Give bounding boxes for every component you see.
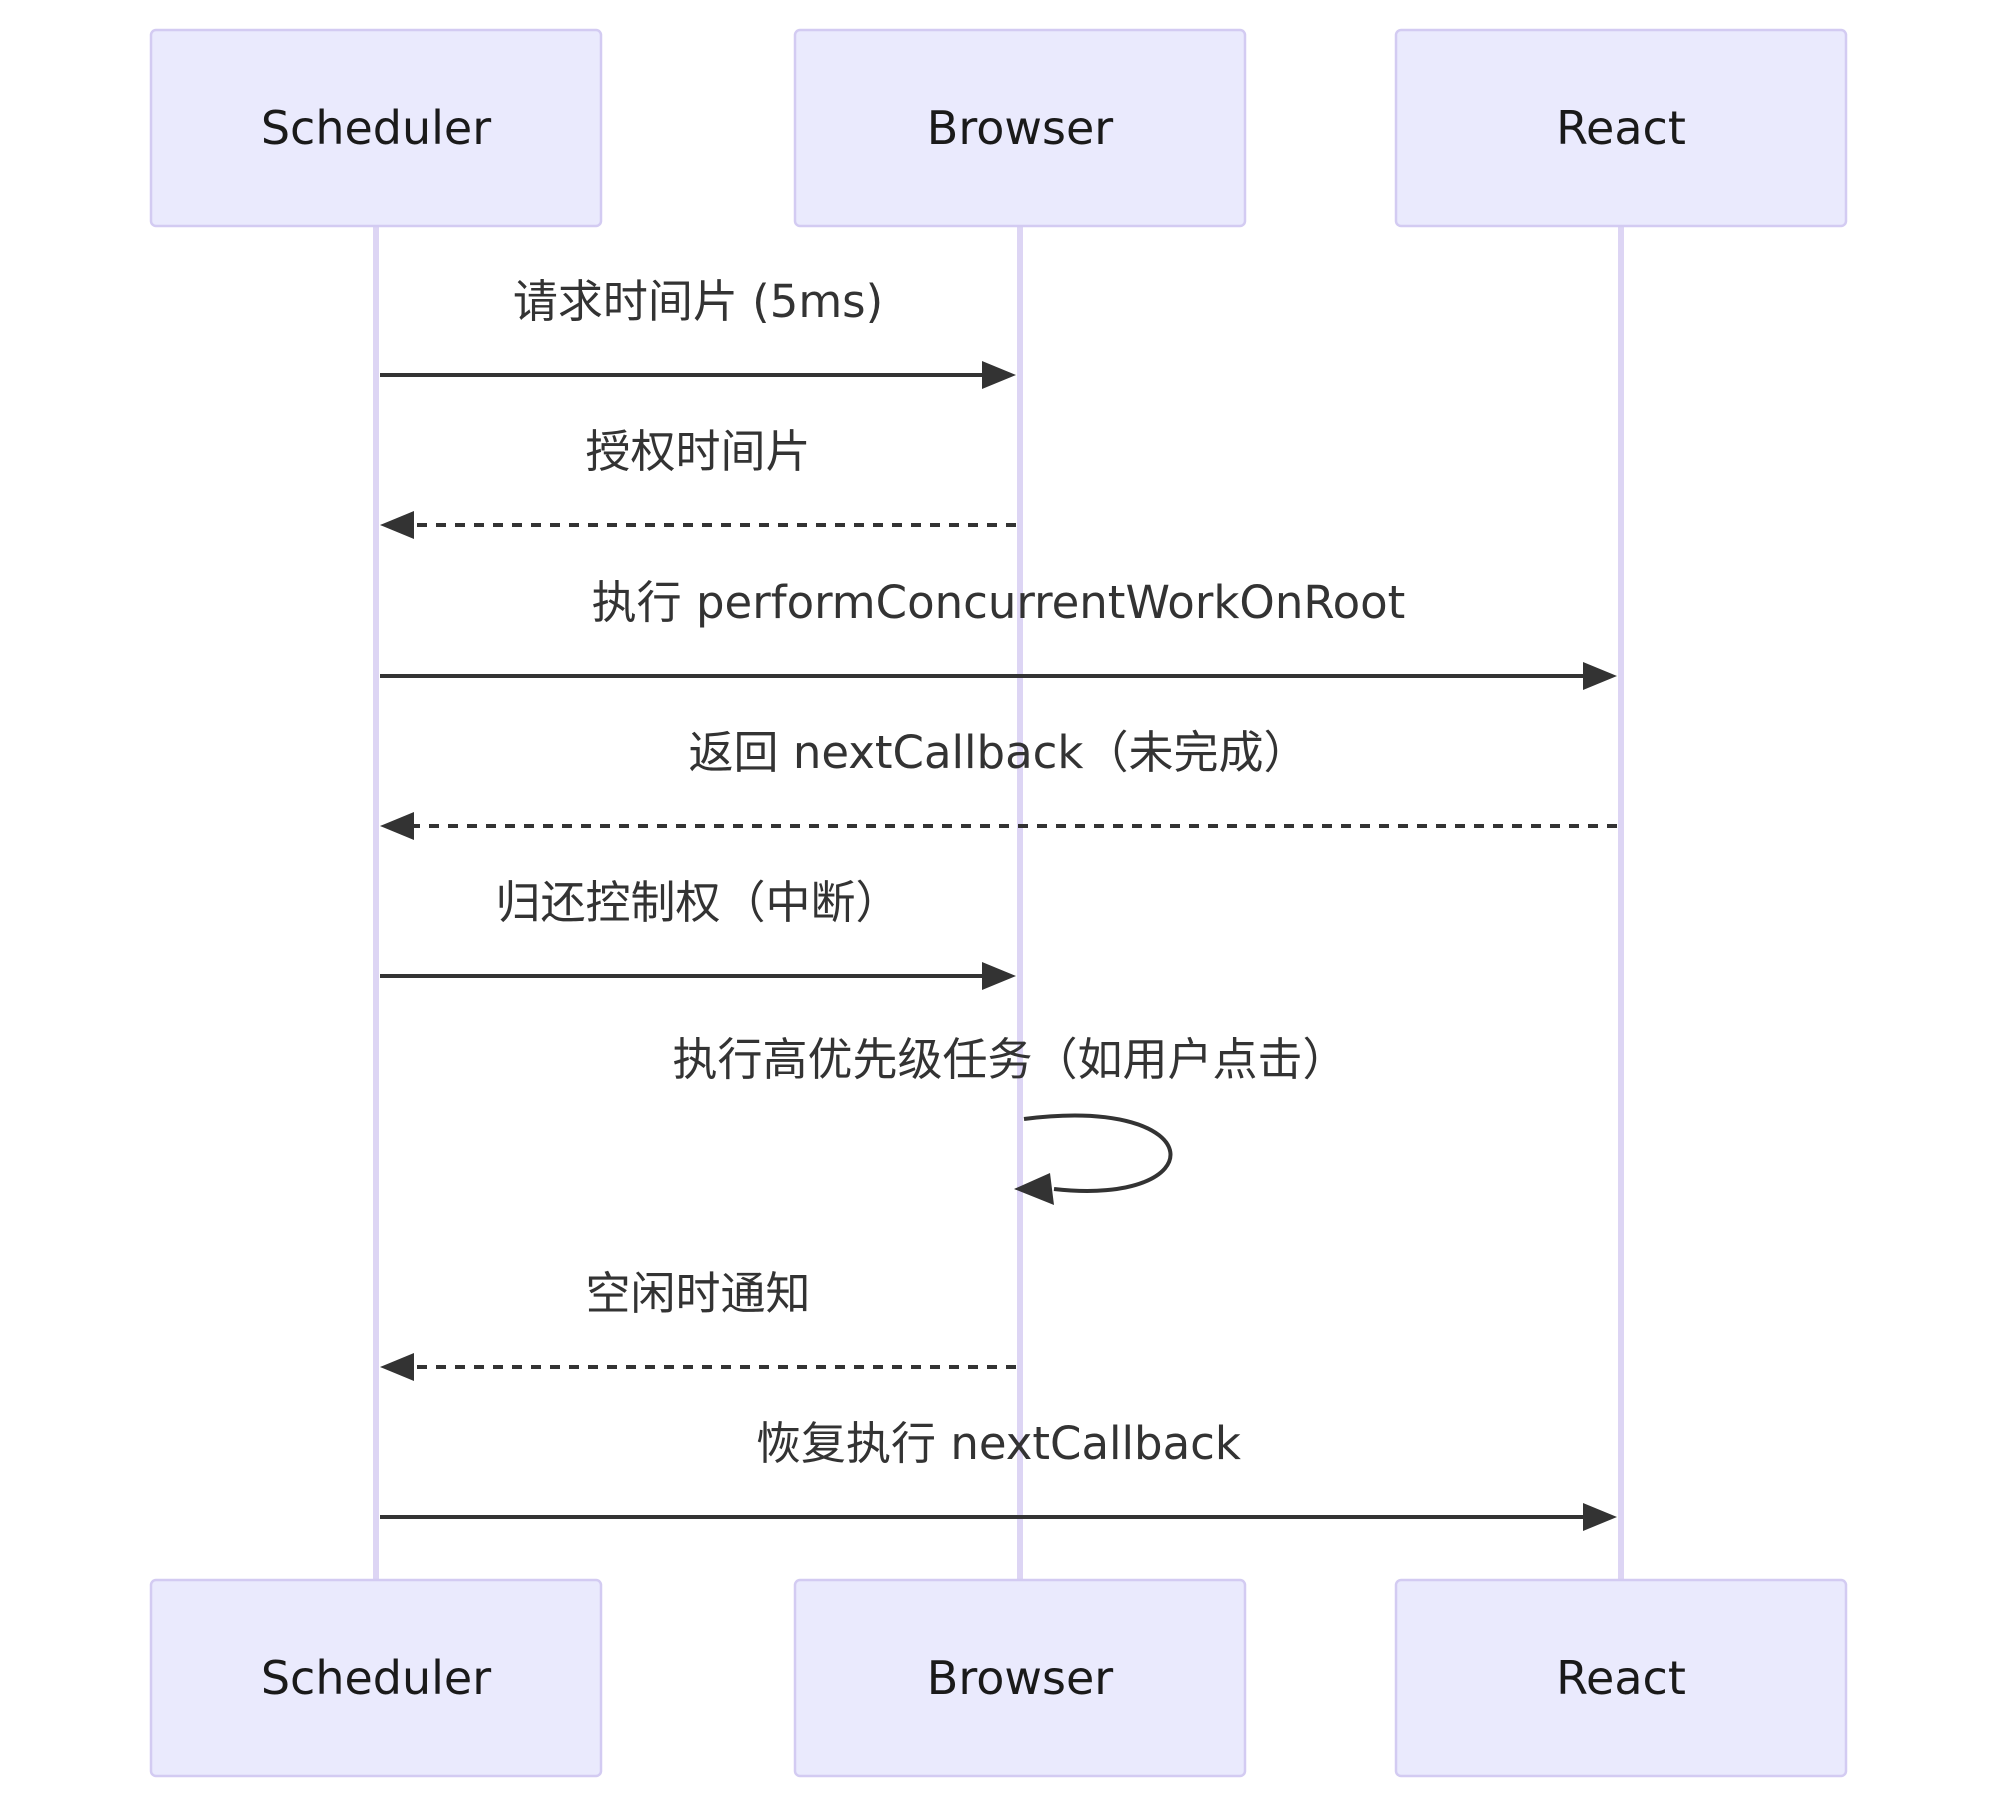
arrowhead <box>1583 662 1617 690</box>
message-1: 请求时间片 (5ms) <box>380 275 1016 389</box>
message-6: 执行高优先级任务（如用户点击） <box>672 1033 1348 1205</box>
message-label: 恢复执行 nextCallback <box>756 1417 1241 1470</box>
actor-label: Scheduler <box>261 1651 491 1705</box>
arrowhead <box>982 361 1016 389</box>
actor-box <box>149 1578 603 1778</box>
message-2: 授权时间片 <box>380 425 1016 539</box>
actor-react-top: React <box>1394 28 1848 228</box>
actor-browser-bottom: Browser <box>793 1578 1247 1778</box>
arrowhead <box>1583 1503 1617 1531</box>
message-label: 返回 nextCallback（未完成） <box>689 726 1309 779</box>
message-5: 归还控制权（中断） <box>380 876 1016 990</box>
message-label: 空闲时通知 <box>585 1267 810 1320</box>
actor-label: React <box>1556 101 1686 155</box>
self-message-loop <box>1023 1113 1173 1193</box>
actor-scheduler-top: Scheduler <box>149 28 603 228</box>
actors: SchedulerSchedulerBrowserBrowserReactRea… <box>149 28 1848 1778</box>
arrowhead <box>380 1353 414 1381</box>
arrowhead <box>982 962 1016 990</box>
actor-label: Scheduler <box>261 101 491 155</box>
actor-label: React <box>1556 1651 1686 1705</box>
actor-box <box>793 28 1247 228</box>
actor-box <box>1394 28 1848 228</box>
message-8: 恢复执行 nextCallback <box>380 1417 1617 1531</box>
message-label: 授权时间片 <box>585 425 810 478</box>
actor-browser-top: Browser <box>793 28 1247 228</box>
actor-scheduler-bottom: Scheduler <box>149 1578 603 1778</box>
message-label: 归还控制权（中断） <box>495 876 900 929</box>
message-4: 返回 nextCallback（未完成） <box>380 726 1617 840</box>
actor-box <box>793 1578 1247 1778</box>
message-7: 空闲时通知 <box>380 1267 1016 1381</box>
actor-label: Browser <box>927 1651 1113 1705</box>
actor-react-bottom: React <box>1394 1578 1848 1778</box>
arrowhead <box>380 812 414 840</box>
arrowhead <box>380 511 414 539</box>
message-label: 执行 performConcurrentWorkOnRoot <box>592 576 1406 629</box>
actor-box <box>149 28 603 228</box>
message-3: 执行 performConcurrentWorkOnRoot <box>380 576 1617 690</box>
actor-label: Browser <box>927 101 1113 155</box>
message-label: 执行高优先级任务（如用户点击） <box>672 1033 1347 1086</box>
actor-box <box>1394 1578 1848 1778</box>
arrowhead <box>1014 1173 1054 1205</box>
message-label: 请求时间片 (5ms) <box>513 275 883 328</box>
lifelines <box>373 226 1624 1580</box>
